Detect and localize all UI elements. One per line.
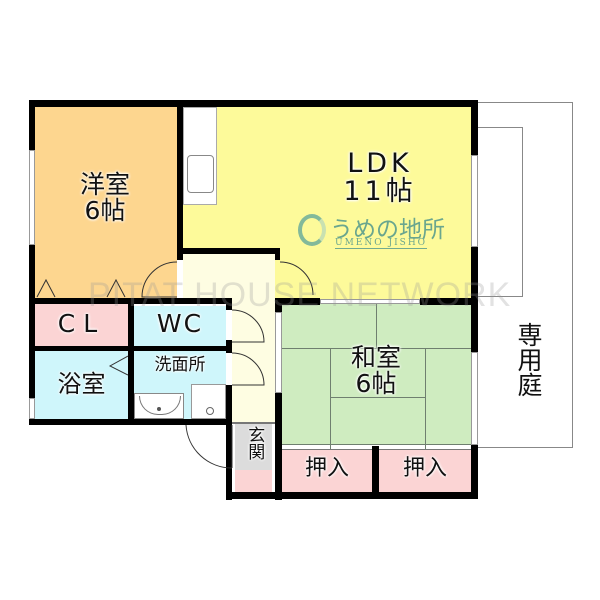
western-room-name: 洋室 — [79, 170, 130, 199]
wall — [232, 422, 275, 424]
entrance-text: 玄関 — [244, 426, 265, 460]
wall — [177, 248, 280, 254]
brand-name-jp: うめの地所 — [330, 217, 445, 243]
tatami-line — [376, 304, 377, 348]
window-japanese — [471, 352, 478, 445]
bathroom-label: 浴室 — [57, 370, 106, 398]
wall — [275, 298, 282, 312]
kitchen-sink-icon — [187, 155, 214, 193]
wall — [226, 492, 478, 499]
room-storage-right — [379, 450, 471, 492]
wall — [420, 298, 478, 305]
wall — [29, 419, 232, 425]
tatami-line — [282, 444, 471, 445]
wall — [29, 245, 35, 425]
wall — [471, 100, 478, 155]
wall — [177, 100, 183, 260]
ldk-japanese-transom — [320, 299, 420, 304]
room-toilet — [134, 306, 226, 346]
entrance-step — [235, 470, 272, 492]
room-closet — [35, 304, 128, 346]
wall — [275, 298, 320, 305]
private-garden-label: 専用庭 — [508, 322, 548, 404]
wall — [128, 304, 134, 422]
tatami-line — [330, 397, 425, 398]
western-room-size: 6帖 — [84, 196, 126, 226]
private-garden-text: 専用庭 — [514, 322, 543, 397]
window-western — [29, 150, 35, 245]
tatami-line — [330, 348, 331, 450]
window-bathroom — [29, 398, 35, 419]
wall — [29, 100, 478, 107]
room-western — [35, 107, 177, 299]
japanese-room-name: 和室 — [350, 343, 401, 372]
japanese-room-size: 6帖 — [355, 369, 397, 399]
tatami-line — [282, 348, 471, 349]
room-ldk-lower — [183, 205, 217, 249]
ldk-name: LDK — [347, 148, 413, 179]
room-entrance — [235, 424, 272, 470]
network-watermark: PITAT HOUSE NETWORK — [88, 276, 512, 314]
wall — [372, 446, 379, 498]
wall — [29, 346, 232, 351]
washing-machine-space — [191, 384, 226, 419]
toilet-label: WC — [156, 309, 204, 338]
wall — [471, 445, 478, 498]
western-room-label: 洋室 6帖 — [55, 170, 155, 226]
wall — [29, 100, 35, 150]
window-hall-japanese — [275, 312, 282, 393]
wall — [226, 385, 232, 500]
entrance-label: 玄関 — [235, 426, 272, 466]
closet-label: CL — [57, 309, 106, 338]
storage-right-label: 押入 — [402, 456, 447, 481]
wall — [275, 248, 280, 260]
storage-left-label: 押入 — [304, 456, 349, 481]
tatami-line — [425, 348, 426, 450]
wall — [275, 393, 282, 500]
brand-logo-icon — [298, 214, 326, 246]
ldk-size: 11帖 — [343, 176, 417, 208]
washroom-label: 洗面所 — [154, 355, 206, 375]
wall — [29, 298, 229, 304]
ldk-label: LDK 11帖 — [320, 148, 440, 208]
room-bathroom — [35, 351, 128, 419]
brand-name-en: UMENO JISHO — [335, 238, 428, 249]
brand-watermark: うめの地所 UMENO JISHO — [298, 210, 468, 254]
wall — [226, 298, 232, 310]
room-storage-left — [282, 450, 372, 492]
hallway — [183, 254, 275, 300]
window-ldk — [471, 155, 478, 247]
washbasin-icon — [134, 393, 184, 419]
japanese-room-label: 和室 6帖 — [326, 343, 426, 399]
hallway-lower — [232, 300, 275, 424]
